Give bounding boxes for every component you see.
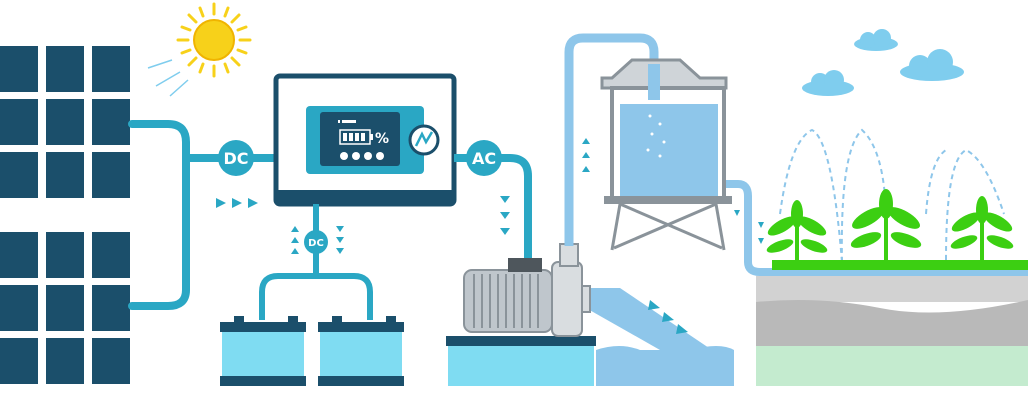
soil-layers: [756, 276, 1028, 386]
plants: [766, 189, 1028, 270]
ac-cable: [454, 154, 532, 262]
ac-label: AC: [472, 149, 496, 168]
battery-cable: [259, 204, 373, 320]
dc-connector-main: DC: [218, 140, 254, 176]
suction-flow-arrows: [648, 300, 688, 334]
suction-pipe: [586, 288, 712, 350]
water-reservoir: [596, 346, 734, 386]
irrigation-flow-arrows: [734, 210, 764, 244]
ac-flow-arrows: [500, 196, 510, 235]
sun-rays-icon: [147, 59, 189, 97]
irrigation-pipe: [726, 180, 1028, 276]
cloud-icon: [802, 29, 964, 96]
sprinkler-icon: [779, 128, 1005, 263]
flow-arrows-right: [216, 198, 258, 208]
solar-panel-array-bottom: [0, 232, 130, 384]
dc-battery-label: DC: [308, 238, 324, 249]
dc-cable: [128, 120, 280, 310]
battery-level-icon: [338, 120, 373, 145]
battery-flow-arrows: [291, 226, 344, 254]
lightning-icon: [408, 124, 440, 156]
water-pump: [446, 243, 596, 386]
delivery-pipe: [564, 33, 659, 246]
ac-connector: AC: [466, 140, 502, 176]
controller-buttons: [340, 152, 384, 160]
battery-right: [318, 316, 404, 386]
water-tank: [600, 58, 732, 251]
percent-label: %: [375, 131, 389, 147]
sun-icon: [176, 2, 252, 78]
delivery-flow-arrows: [582, 138, 590, 172]
solar-panel-array-top: [0, 46, 130, 198]
dc-connector-battery: DC: [304, 230, 328, 254]
dc-label: DC: [223, 149, 248, 168]
battery-left: [220, 316, 306, 386]
pump-controller: %: [273, 73, 457, 207]
